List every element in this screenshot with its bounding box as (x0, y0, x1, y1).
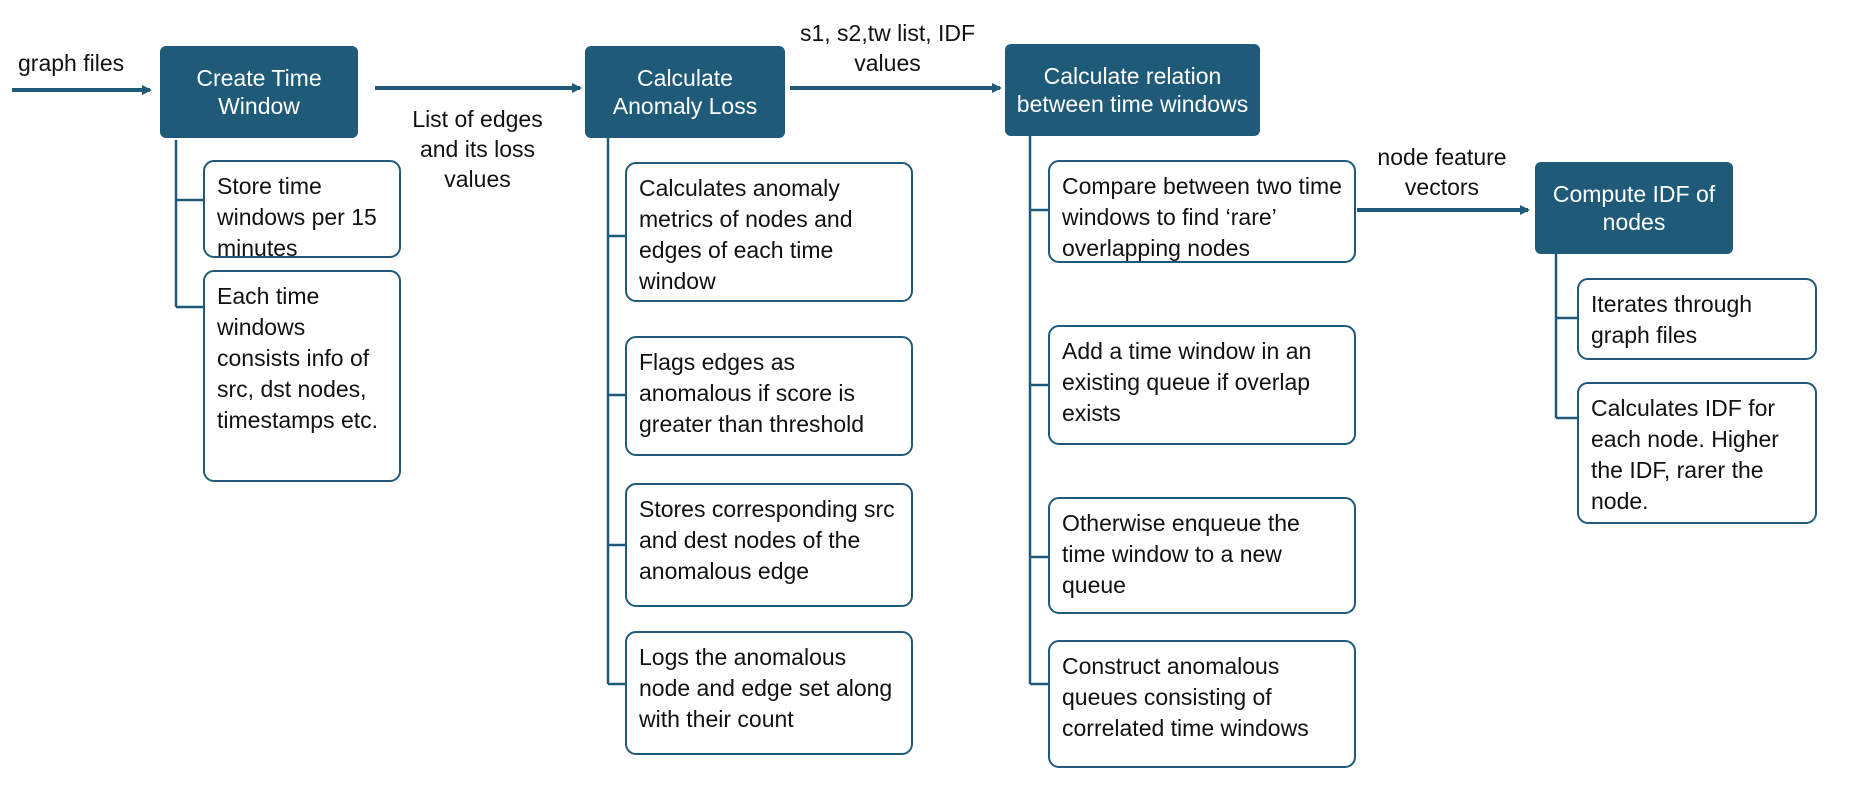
stage2-item-flags: Flags edges as anomalous if score is gre… (625, 336, 913, 456)
stage3-item-construct: Construct anomalous queues consisting of… (1048, 640, 1356, 768)
stage3-item-enqueue: Otherwise enqueue the time window to a n… (1048, 497, 1356, 614)
stage3-item-add-window: Add a time window in an existing queue i… (1048, 325, 1356, 445)
edge-label-relation-to-idf: node feature vectors (1377, 144, 1507, 200)
stage3-item-compare: Compare between two time windows to find… (1048, 160, 1356, 263)
stage-create-time-window: Create Time Window (160, 46, 358, 138)
stage1-item-window-info: Each time windows consists info of src, … (203, 270, 401, 482)
stage-compute-idf: Compute IDF of nodes (1535, 162, 1733, 254)
edge-label-loss-to-relation: s1, s2,tw list, IDF values (799, 20, 976, 76)
stage-calculate-anomaly-loss: Calculate Anomaly Loss (585, 46, 785, 138)
edge-label-tw-to-loss: List of edges and its loss values (412, 106, 543, 192)
stage1-item-store-windows: Store time windows per 15 minutes (203, 160, 401, 261)
stage2-item-stores: Stores corresponding src and dest nodes … (625, 483, 913, 607)
stage-calculate-relation: Calculate relation between time windows (1005, 44, 1260, 136)
stage2-item-metrics: Calculates anomaly metrics of nodes and … (625, 162, 913, 302)
stage4-item-iterates: Iterates through graph files (1577, 278, 1817, 360)
stage2-item-logs: Logs the anomalous node and edge set alo… (625, 631, 913, 755)
input-label: graph files (18, 50, 125, 76)
stage4-item-calculates-idf: Calculates IDF for each node. Higher the… (1577, 382, 1817, 524)
